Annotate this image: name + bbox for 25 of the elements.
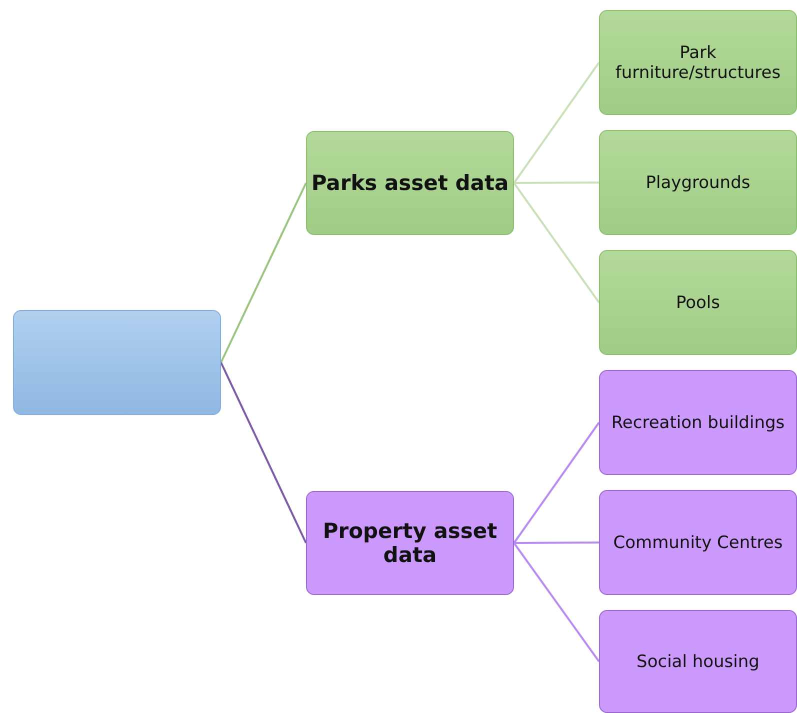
subcategory-box [599, 10, 797, 115]
category-box [306, 491, 514, 595]
root-box [13, 310, 221, 415]
connector-line [513, 182, 600, 304]
connector-line [513, 542, 600, 662]
subcategory-box [599, 130, 797, 235]
connector-line [513, 422, 600, 544]
connector-line [514, 182, 599, 184]
node-label: Social housing [636, 652, 760, 672]
node-label: Recreation buildings [611, 412, 785, 432]
subcategory-box [599, 490, 797, 595]
node-label: Parks asset data [311, 171, 509, 195]
category-box [306, 131, 514, 235]
node-label: Park furniture/structures [614, 42, 782, 82]
subcategory-box [599, 250, 797, 355]
node-label: Pools [676, 292, 720, 312]
connector-line [220, 362, 307, 544]
node-label: Property asset data [322, 519, 498, 567]
subcategory-box [599, 370, 797, 475]
node-label: Community Centres [613, 532, 783, 552]
subcategory-box [599, 610, 797, 713]
connector-line [514, 542, 599, 544]
connector-line [220, 182, 307, 363]
connector-line [513, 62, 600, 184]
node-label: Playgrounds [646, 172, 750, 192]
